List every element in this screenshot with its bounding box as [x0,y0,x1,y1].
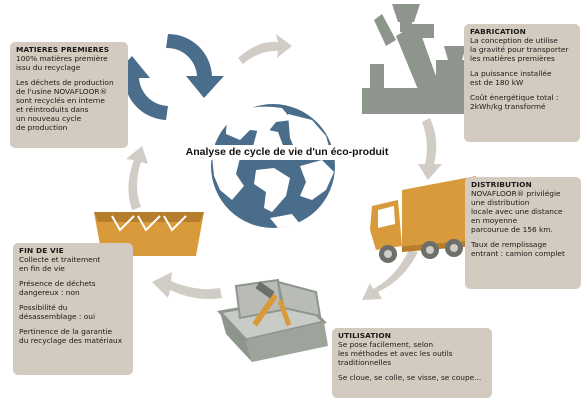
globe-icon [211,104,335,228]
arrow-icon [152,272,222,299]
stage-title: DISTRIBUTION [471,180,532,189]
stage-text: La puissance installée est de 180 kW [470,69,552,87]
factory-silo-icon [362,4,466,114]
stage-text: Coût énergétique total : 2kWh/kg transfo… [470,93,559,111]
stage-title: FIN DE VIE [19,246,64,255]
recycle-arrows-icon [112,33,224,120]
stage-title: UTILISATION [338,331,392,340]
arrow-icon [362,250,418,300]
stage-box-fabrication: FABRICATION La conception de utilise la … [464,24,580,142]
cycle-arrows [126,34,442,300]
truck-icon [370,176,476,263]
stage-title: MATIERES PREMIERES [16,45,110,54]
stage-text: La conception de utilise la gravité pour… [470,36,569,63]
stage-box-utilisation: UTILISATION Se pose facilement, selon le… [332,328,492,398]
toolbox-icon [217,278,328,362]
arrow-icon [238,34,292,64]
stage-text: Se pose facilement, selon les méthodes e… [338,340,453,367]
stage-text: Les déchets de production de l'usine NOV… [16,78,114,132]
stage-text: Possibilité du désassemblage : oui [19,303,96,321]
stage-box-distribution: DISTRIBUTION NOVAFLOOR® privilégie une d… [465,177,581,289]
stage-text: 100% matières première issu du recyclage [16,54,108,72]
stage-text: Collecte et traitement en fin de vie [19,255,101,273]
stage-title: FABRICATION [470,27,526,36]
stage-box-fin-de-vie: FIN DE VIE Collecte et traitement en fin… [13,243,133,375]
diagram-title: Analyse de cycle de vie d'un éco-produit [163,145,411,160]
arrow-icon [126,146,148,210]
stage-text: Pertinence de la garantie du recyclage d… [19,327,123,345]
stage-text: Présence de déchets dangereux : non [19,279,96,297]
stage-box-matieres-premieres: MATIERES PREMIERES 100% matières premièr… [10,42,128,148]
stage-text: Se cloue, se colle, se visse, se coupe..… [338,373,482,382]
stage-text: Taux de remplissage entrant : camion com… [471,240,565,258]
arrow-icon [418,118,442,180]
stage-text: NOVAFLOOR® privilégie une distribution l… [471,189,563,234]
